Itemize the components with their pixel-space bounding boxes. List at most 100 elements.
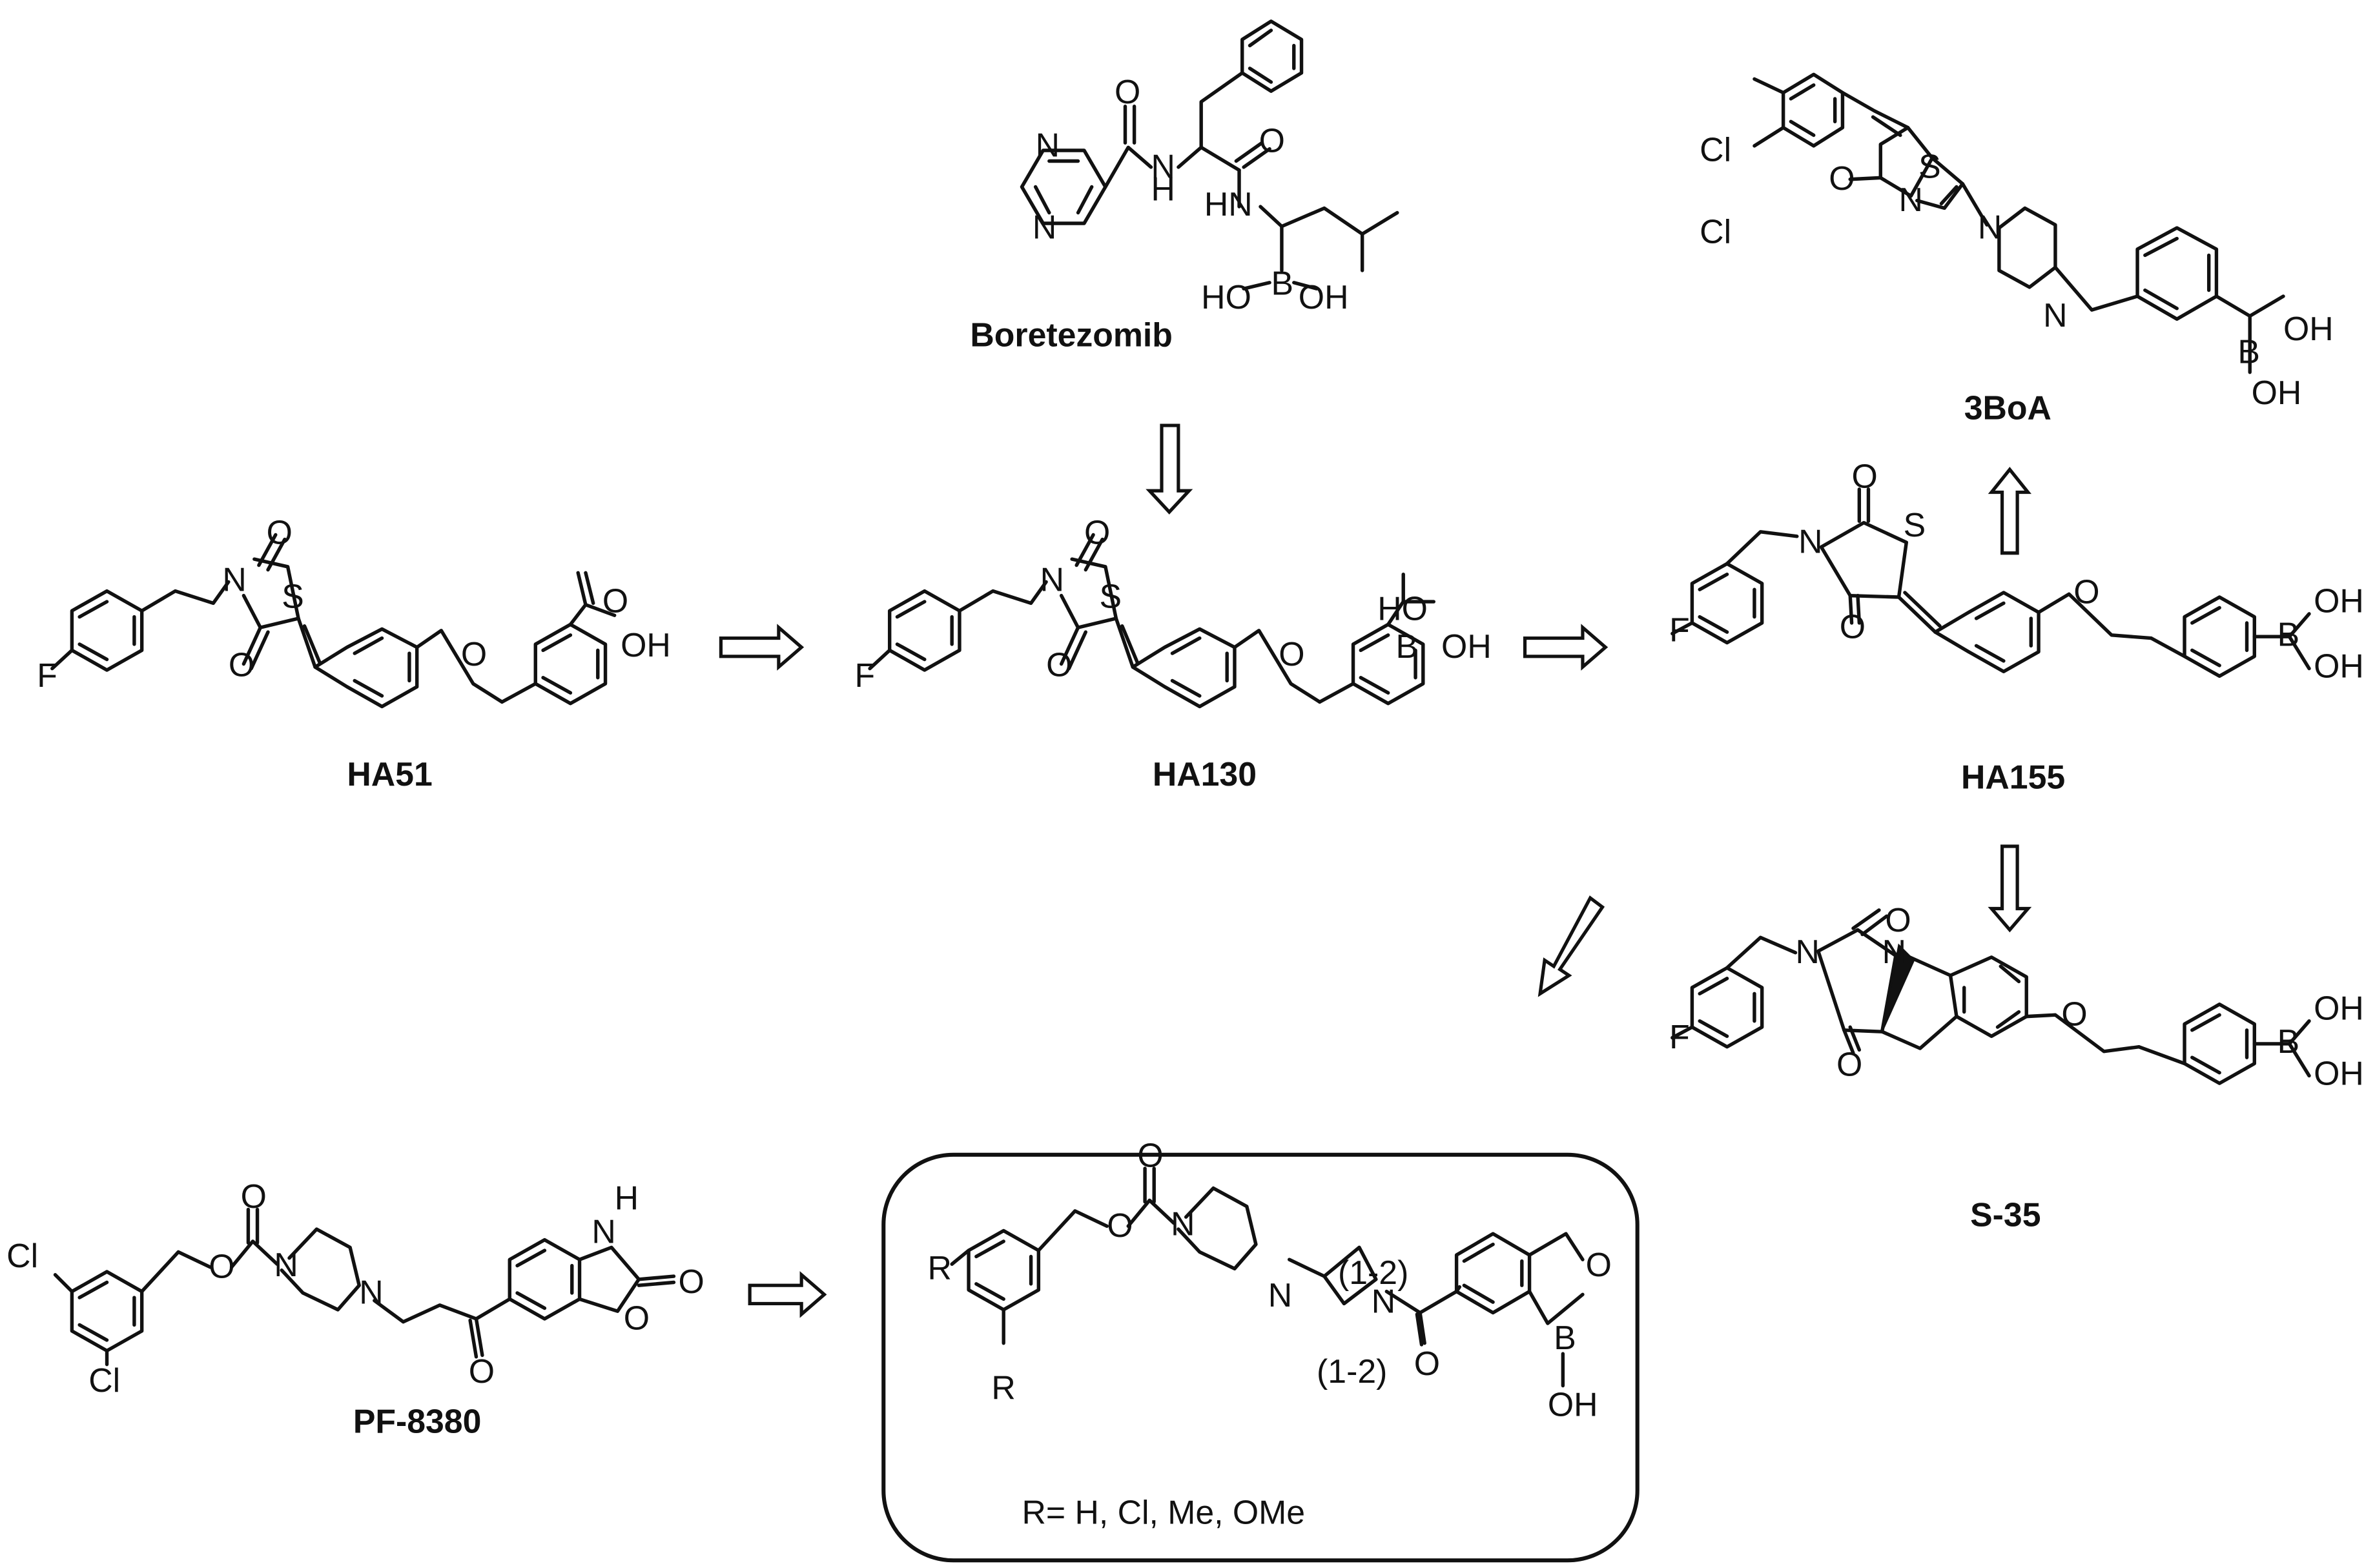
new-scaffold-box: R R O O N N (1-2) (1-2) N O O B OH R= H,…	[881, 1137, 1640, 1563]
scaffold-box-frame	[881, 1152, 1640, 1563]
pf8380-structure: Cl Cl O O N N O N H O O PF-8380	[6, 1177, 704, 1440]
atom-o-carbonyl-2: O	[1259, 121, 1285, 159]
atom-o-s35-ether: O	[2061, 995, 2087, 1033]
atom-h-amide-1: H	[1151, 170, 1175, 208]
label-ha155: HA155	[1961, 759, 2065, 796]
ha155-structure: F N O S O O B OH OH HA155	[1669, 458, 2364, 796]
atom-b-ha130: B	[1395, 627, 1418, 665]
atom-n-pf-benzox: N	[591, 1212, 615, 1250]
atom-oh-ha130: OH	[1441, 627, 1492, 665]
atom-o-box-amide: O	[1414, 1345, 1440, 1382]
arrow-ha155-to-s35	[1988, 844, 2032, 933]
atom-n-box-pip-2: N	[1268, 1276, 1292, 1314]
atom-n-amide-1: N	[1151, 147, 1175, 185]
atom-n-pf-pip-1: N	[274, 1246, 298, 1283]
arrow-boretezomib-to-ha130	[1146, 423, 1193, 514]
atom-f-s35: F	[1669, 1018, 1690, 1055]
atom-o-carbonyl-1: O	[1115, 73, 1140, 110]
ring-size-mark-upper: (1-2)	[1338, 1254, 1408, 1291]
atom-n-s35-2: N	[1882, 933, 1906, 970]
label-ha130: HA130	[1153, 755, 1257, 793]
atom-ho-ha130: HO	[1377, 589, 1428, 627]
atom-b-s35: B	[2277, 1023, 2300, 1060]
atom-n-box-pip-1: N	[1171, 1205, 1195, 1243]
substituent-note: R= H, Cl, Me, OMe	[1022, 1494, 1305, 1531]
atom-o-s35-2: O	[1836, 1045, 1862, 1083]
arrow-pf8380-to-new-scaffold	[748, 1271, 827, 1318]
atom-f-ha51: F	[37, 657, 57, 694]
atom-hn-amide-2: HN	[1204, 185, 1253, 223]
atom-o-pf-oxo: O	[679, 1263, 704, 1300]
atom-b-box: B	[1554, 1319, 1576, 1356]
label-boretezomib: Boretezomib	[970, 316, 1173, 354]
atom-n-3boa-pip-1: N	[1978, 209, 2002, 246]
atom-o-3boa: O	[1829, 159, 1855, 197]
atom-b-3boa: B	[2237, 333, 2260, 371]
s35-structure: F N O N O O B OH OH S-35	[1669, 901, 2364, 1234]
atom-oh-ha155-2: OH	[2314, 647, 2364, 685]
atom-oh-box: OH	[1548, 1386, 1598, 1423]
atom-cl-3boa-1: Cl	[1700, 130, 1731, 168]
atom-o-ha155-2: O	[1840, 608, 1866, 646]
atom-o-ha51-ether: O	[461, 635, 487, 673]
atom-o-ha51-acid-1: O	[602, 582, 628, 620]
atom-n-3boa-pip-2: N	[2043, 296, 2067, 334]
atom-oh-s35-1: OH	[2314, 989, 2364, 1026]
atom-o-pf-ester: O	[209, 1247, 234, 1285]
ha51-structure: F N O S O O O OH HA51	[37, 514, 670, 793]
atom-f-ha155: F	[1669, 611, 1690, 648]
atom-n-s35-1: N	[1795, 933, 1819, 970]
atom-cl-pf-1: Cl	[6, 1237, 38, 1274]
atom-n-pf-pip-2: N	[359, 1273, 383, 1310]
atom-o-pf-ring: O	[624, 1299, 650, 1336]
atom-o-ha130-1: O	[1084, 514, 1110, 551]
atom-oh-s35-2: OH	[2314, 1055, 2364, 1092]
ha130-structure: F N O S O O HO B OH HA130	[855, 514, 1492, 793]
3boa-structure: Cl Cl S O N N N B OH OH 3BoA	[1700, 72, 2334, 427]
atom-r-lower: R	[991, 1369, 1015, 1407]
atom-oh-ha155-1: OH	[2314, 582, 2364, 620]
atom-h-pf-benzox: H	[615, 1179, 639, 1217]
atom-b-boronic: B	[1271, 265, 1293, 302]
atom-o-ha51-2: O	[229, 646, 254, 683]
atom-o-pf-ketone: O	[469, 1352, 495, 1390]
atom-ho-boronic: HO	[1201, 278, 1251, 316]
atom-o-ha51-1: O	[267, 514, 293, 551]
atom-n-pyrazine-1: N	[1036, 126, 1060, 163]
ring-size-mark-lower: (1-2)	[1317, 1352, 1387, 1390]
atom-n-box-azetidine: N	[1372, 1283, 1395, 1320]
label-pf8380: PF-8380	[353, 1403, 482, 1440]
atom-o-box-carbonyl: O	[1137, 1137, 1163, 1174]
label-ha51: HA51	[347, 755, 432, 793]
boretezomib-structure: N N O N H O HN B HO OH Boretezomib	[970, 19, 1399, 354]
label-s35: S-35	[1970, 1196, 2041, 1233]
atom-oh-ha51-acid: OH	[621, 626, 671, 664]
atom-n-ha51: N	[222, 561, 246, 598]
atom-s-ha155: S	[1904, 506, 1926, 544]
atom-o-pf-carbonyl: O	[241, 1177, 267, 1215]
atom-cl-pf-2: Cl	[88, 1361, 120, 1399]
arrow-ha51-to-ha130	[719, 624, 805, 671]
arrow-ha155-to-3boa	[1988, 467, 2031, 555]
atom-o-ha130-2: O	[1046, 646, 1072, 683]
atom-n-ha155: N	[1798, 523, 1822, 560]
atom-r-upper: R	[928, 1249, 952, 1287]
atom-n-ha130: N	[1040, 561, 1064, 598]
atom-n-pyrazine-2: N	[1033, 209, 1056, 246]
atom-o-s35-1: O	[1885, 901, 1911, 939]
atom-o-box-ring: O	[1586, 1246, 1612, 1283]
atom-o-box-ester: O	[1107, 1207, 1133, 1244]
atom-oh-3boa-1: OH	[2283, 310, 2334, 347]
atom-oh-3boa-2: OH	[2252, 374, 2302, 411]
atom-s-ha51: S	[282, 577, 304, 615]
atom-f-ha130: F	[855, 657, 876, 694]
arrow-ha155-to-new-scaffold	[1537, 895, 1605, 997]
atom-s-3boa: S	[1918, 147, 1941, 185]
atom-b-ha155: B	[2277, 615, 2300, 653]
atom-s-ha130: S	[1099, 577, 1122, 615]
atom-o-ha155-1: O	[1852, 458, 1878, 495]
label-3boa: 3BoA	[1964, 389, 2051, 427]
atom-o-ha155-ether: O	[2073, 573, 2099, 610]
atom-cl-3boa-2: Cl	[1700, 213, 1731, 250]
